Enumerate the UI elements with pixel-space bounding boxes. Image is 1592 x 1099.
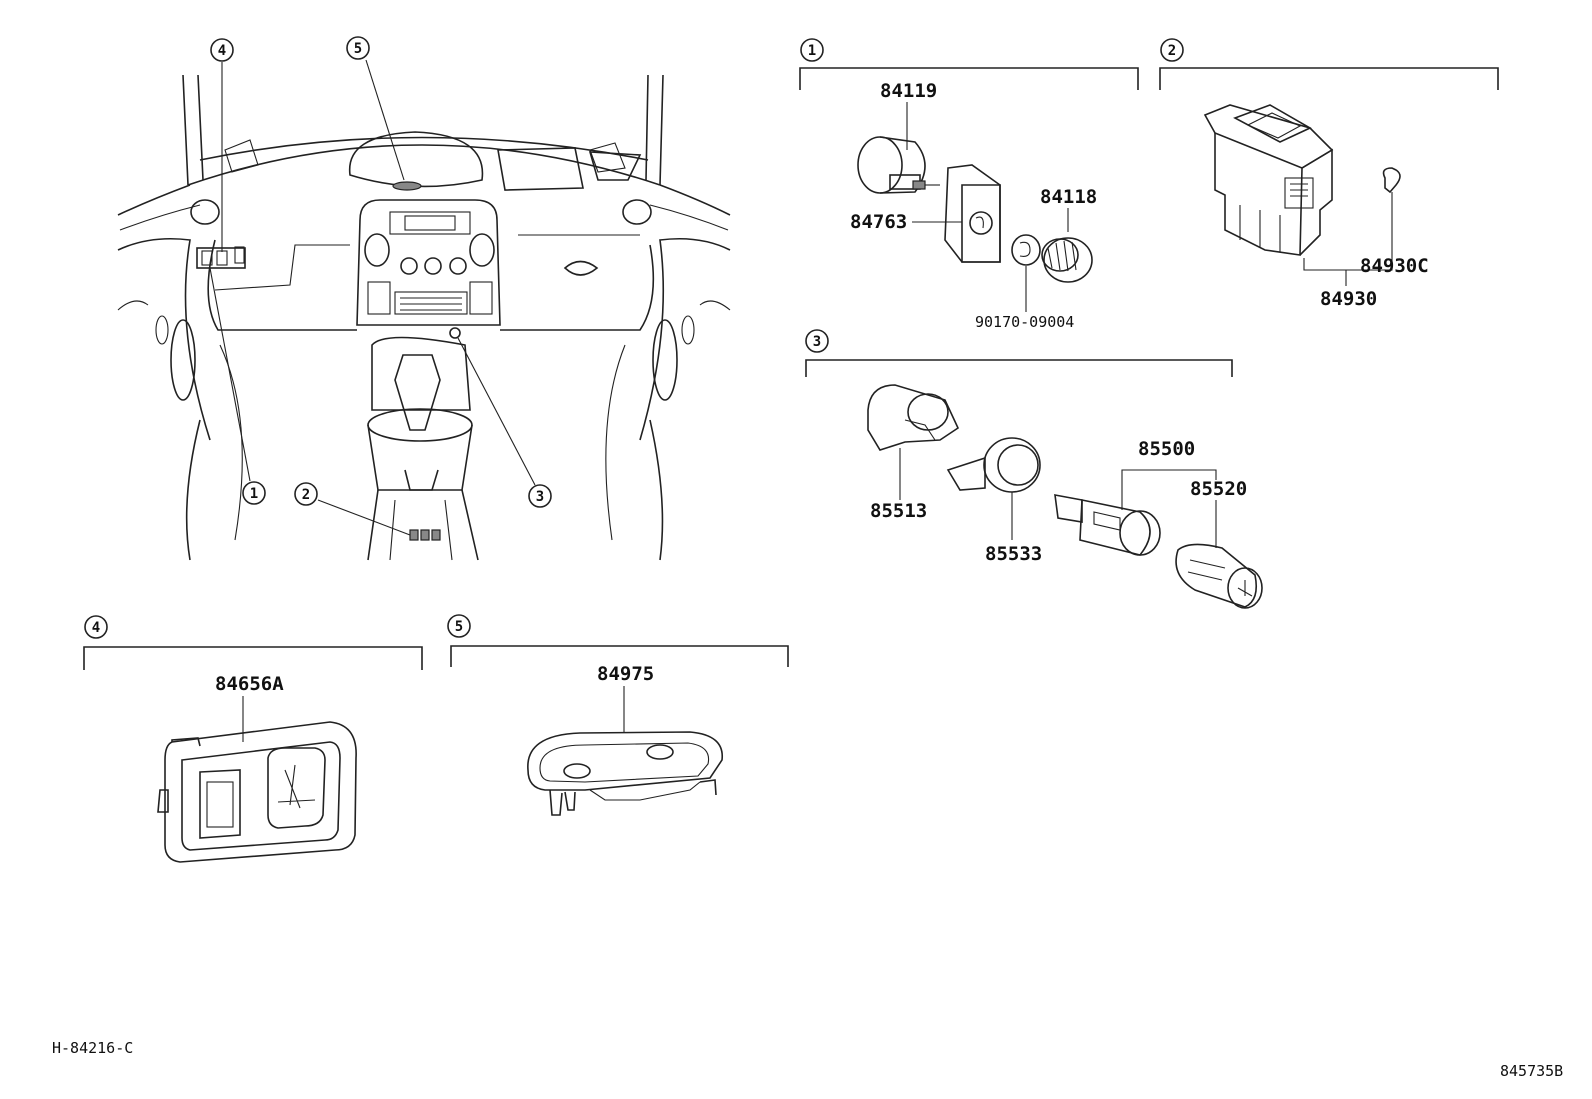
part-84930: 84930 xyxy=(1320,288,1377,310)
group-1-bracket xyxy=(799,67,1139,90)
group-5-number: 5 xyxy=(455,619,463,635)
group-5: 5 84975 xyxy=(447,614,789,816)
group-4-number-circle xyxy=(84,615,108,639)
cigarette-lighter-illustration xyxy=(1175,543,1263,609)
group-2: 2 84930C 84930 xyxy=(1159,38,1499,310)
part-85533: 85533 xyxy=(985,543,1042,565)
group-3-bracket xyxy=(805,359,1233,377)
group-4-bracket xyxy=(83,646,423,670)
group-2-number-circle xyxy=(1160,38,1184,62)
callout-1-label: 1 xyxy=(250,486,258,502)
holder-illustration xyxy=(867,384,960,451)
callout-4-circle xyxy=(210,38,234,62)
cigarette-socket-illustration xyxy=(1054,494,1161,556)
callout-4-label: 4 xyxy=(218,43,226,59)
callout-2-circle xyxy=(294,482,318,506)
callout-2-label: 2 xyxy=(302,487,310,503)
group-1: 1 84119 84763 84118 xyxy=(799,38,1139,331)
light-socket-illustration xyxy=(857,136,940,194)
group-2-bracket xyxy=(1159,67,1499,90)
oval-pad-illustration xyxy=(527,731,723,816)
switch-plate-illustration xyxy=(944,164,1001,263)
callout-5-circle xyxy=(346,36,370,60)
part-85520: 85520 xyxy=(1190,478,1247,500)
overview-callouts: 4 5 1 2 3 xyxy=(209,36,552,536)
group-5-bracket xyxy=(450,645,789,667)
group-1-number: 1 xyxy=(808,43,816,59)
image-code: 845735B xyxy=(1500,1062,1563,1080)
diagram-code: H-84216-C xyxy=(52,1039,133,1057)
switch-bezel-illustration xyxy=(157,721,357,863)
group-3: 3 85513 85533 85500 85520 xyxy=(805,329,1263,609)
part-85500: 85500 xyxy=(1138,438,1195,460)
part-84118: 84118 xyxy=(1040,186,1097,208)
group-2-number: 2 xyxy=(1168,43,1176,59)
callout-3-label: 3 xyxy=(536,489,544,505)
part-85513: 85513 xyxy=(870,500,927,522)
group-4-number: 4 xyxy=(92,620,100,636)
part-84930C: 84930C xyxy=(1360,255,1429,277)
part-84763: 84763 xyxy=(850,211,907,233)
group-3-number-circle xyxy=(805,329,829,353)
part-84975: 84975 xyxy=(597,663,654,685)
bulb-illustration xyxy=(1382,167,1401,252)
part-90170-09004: 90170-09004 xyxy=(975,313,1074,331)
part-84656A: 84656A xyxy=(215,673,284,695)
rocker-switch-illustration xyxy=(1203,104,1334,256)
group-1-number-circle xyxy=(800,38,824,62)
group-4: 4 84656A xyxy=(83,615,423,863)
nut-illustration xyxy=(1011,234,1041,266)
group-3-number: 3 xyxy=(813,334,821,350)
callout-5-label: 5 xyxy=(354,41,362,57)
dashboard-overview-illustration xyxy=(117,74,731,561)
group-5-number-circle xyxy=(447,614,471,638)
callout-3-circle xyxy=(528,484,552,508)
knob-illustration xyxy=(1041,237,1093,283)
callout-1-circle xyxy=(242,481,266,505)
part-84119: 84119 xyxy=(880,80,937,102)
ring-illustration xyxy=(946,437,1041,493)
